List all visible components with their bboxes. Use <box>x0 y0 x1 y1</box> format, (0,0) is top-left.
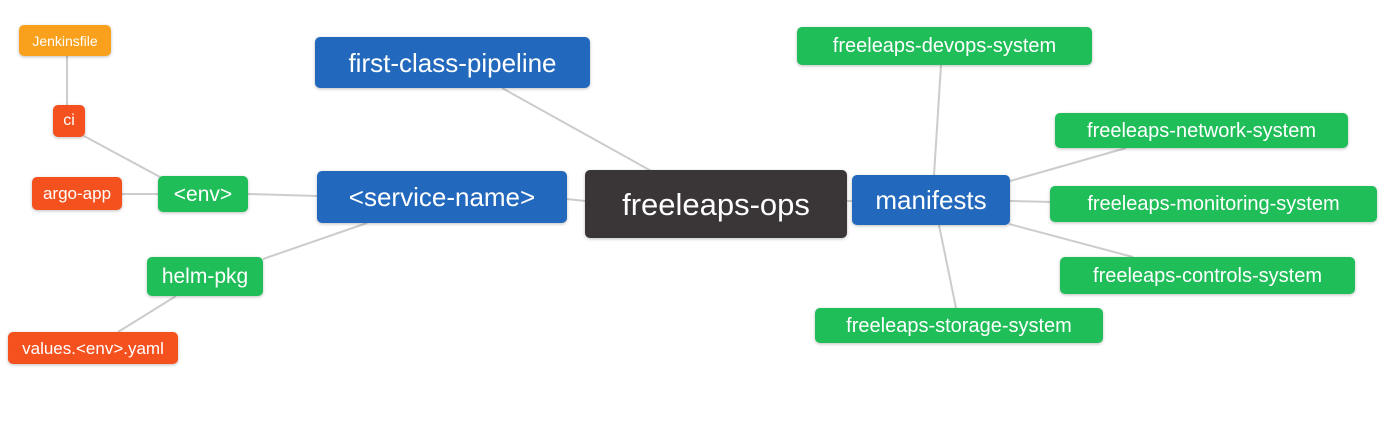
edge-service-name-to-freeleaps-ops <box>566 198 586 202</box>
edge-values-env-yaml-to-helm-pkg <box>117 295 177 333</box>
edge-manifests-to-freeleaps-storage-system <box>938 224 957 309</box>
node-argo-app[interactable]: argo-app <box>32 177 122 210</box>
node-freeleaps-monitoring-system[interactable]: freeleaps-monitoring-system <box>1050 186 1377 222</box>
edge-first-class-pipeline-to-freeleaps-ops <box>501 87 654 173</box>
node-env[interactable]: <env> <box>158 176 248 212</box>
node-freeleaps-devops-system[interactable]: freeleaps-devops-system <box>797 27 1092 65</box>
node-freeleaps-storage-system[interactable]: freeleaps-storage-system <box>815 308 1103 343</box>
edge-ci-to-env <box>83 135 161 178</box>
node-service-name[interactable]: <service-name> <box>317 171 567 223</box>
node-jenkinsfile[interactable]: Jenkinsfile <box>19 25 111 56</box>
node-manifests[interactable]: manifests <box>852 175 1010 225</box>
node-freeleaps-controls-system[interactable]: freeleaps-controls-system <box>1060 257 1355 294</box>
edge-env-to-service-name <box>247 193 318 197</box>
node-freeleaps-network-system[interactable]: freeleaps-network-system <box>1055 113 1348 148</box>
node-helm-pkg[interactable]: helm-pkg <box>147 257 263 296</box>
edge-helm-pkg-to-service-name <box>262 222 368 260</box>
edge-manifests-to-freeleaps-network-system <box>1009 147 1127 182</box>
node-freeleaps-ops[interactable]: freeleaps-ops <box>585 170 847 238</box>
edge-manifests-to-freeleaps-devops-system <box>933 64 942 176</box>
node-values-env-yaml[interactable]: values.<env>.yaml <box>8 332 178 364</box>
node-ci[interactable]: ci <box>53 105 85 137</box>
node-first-class-pipeline[interactable]: first-class-pipeline <box>315 37 590 88</box>
edge-manifests-to-freeleaps-monitoring-system <box>1009 200 1053 203</box>
edge-manifests-to-freeleaps-controls-system <box>1008 223 1134 258</box>
